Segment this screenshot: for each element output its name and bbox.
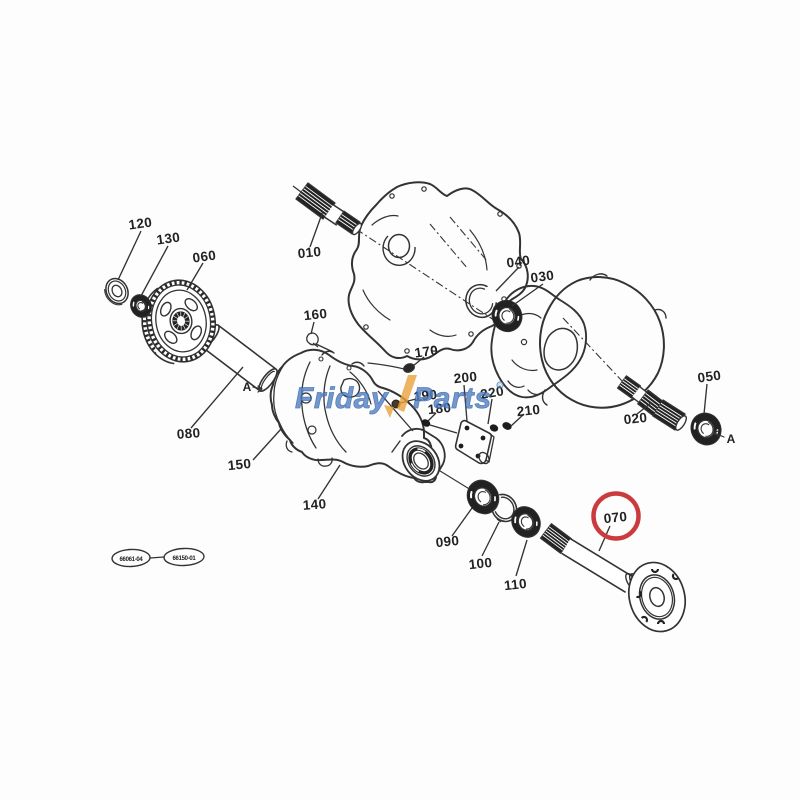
svg-text:130: 130 (156, 229, 182, 247)
svg-text:190: 190 (413, 387, 438, 404)
svg-text:180: 180 (427, 400, 452, 417)
svg-text:150: 150 (227, 456, 252, 473)
svg-text:A: A (727, 432, 736, 446)
svg-text:060: 060 (192, 247, 218, 265)
svg-text:170: 170 (414, 342, 440, 360)
svg-text:Parts: Parts (413, 382, 492, 415)
svg-text:030: 030 (530, 267, 556, 285)
svg-text:020: 020 (623, 410, 648, 427)
svg-text:040: 040 (506, 252, 532, 270)
svg-text:66150-01: 66150-01 (173, 556, 197, 562)
svg-text:140: 140 (302, 496, 327, 513)
svg-text:100: 100 (468, 555, 493, 572)
svg-text:110: 110 (503, 576, 527, 593)
svg-text:070: 070 (603, 509, 628, 526)
svg-text:A: A (243, 380, 252, 394)
svg-text:050: 050 (697, 367, 723, 385)
svg-text:210: 210 (516, 402, 541, 419)
svg-text:R: R (498, 384, 502, 390)
svg-text:160: 160 (303, 306, 328, 323)
svg-text:080: 080 (176, 425, 201, 442)
svg-text:010: 010 (297, 244, 322, 261)
svg-text:120: 120 (128, 214, 154, 232)
svg-text:200: 200 (453, 369, 478, 386)
svg-text:090: 090 (435, 533, 460, 550)
svg-text:Friday: Friday (295, 382, 389, 415)
svg-text:66061-04: 66061-04 (120, 557, 144, 563)
